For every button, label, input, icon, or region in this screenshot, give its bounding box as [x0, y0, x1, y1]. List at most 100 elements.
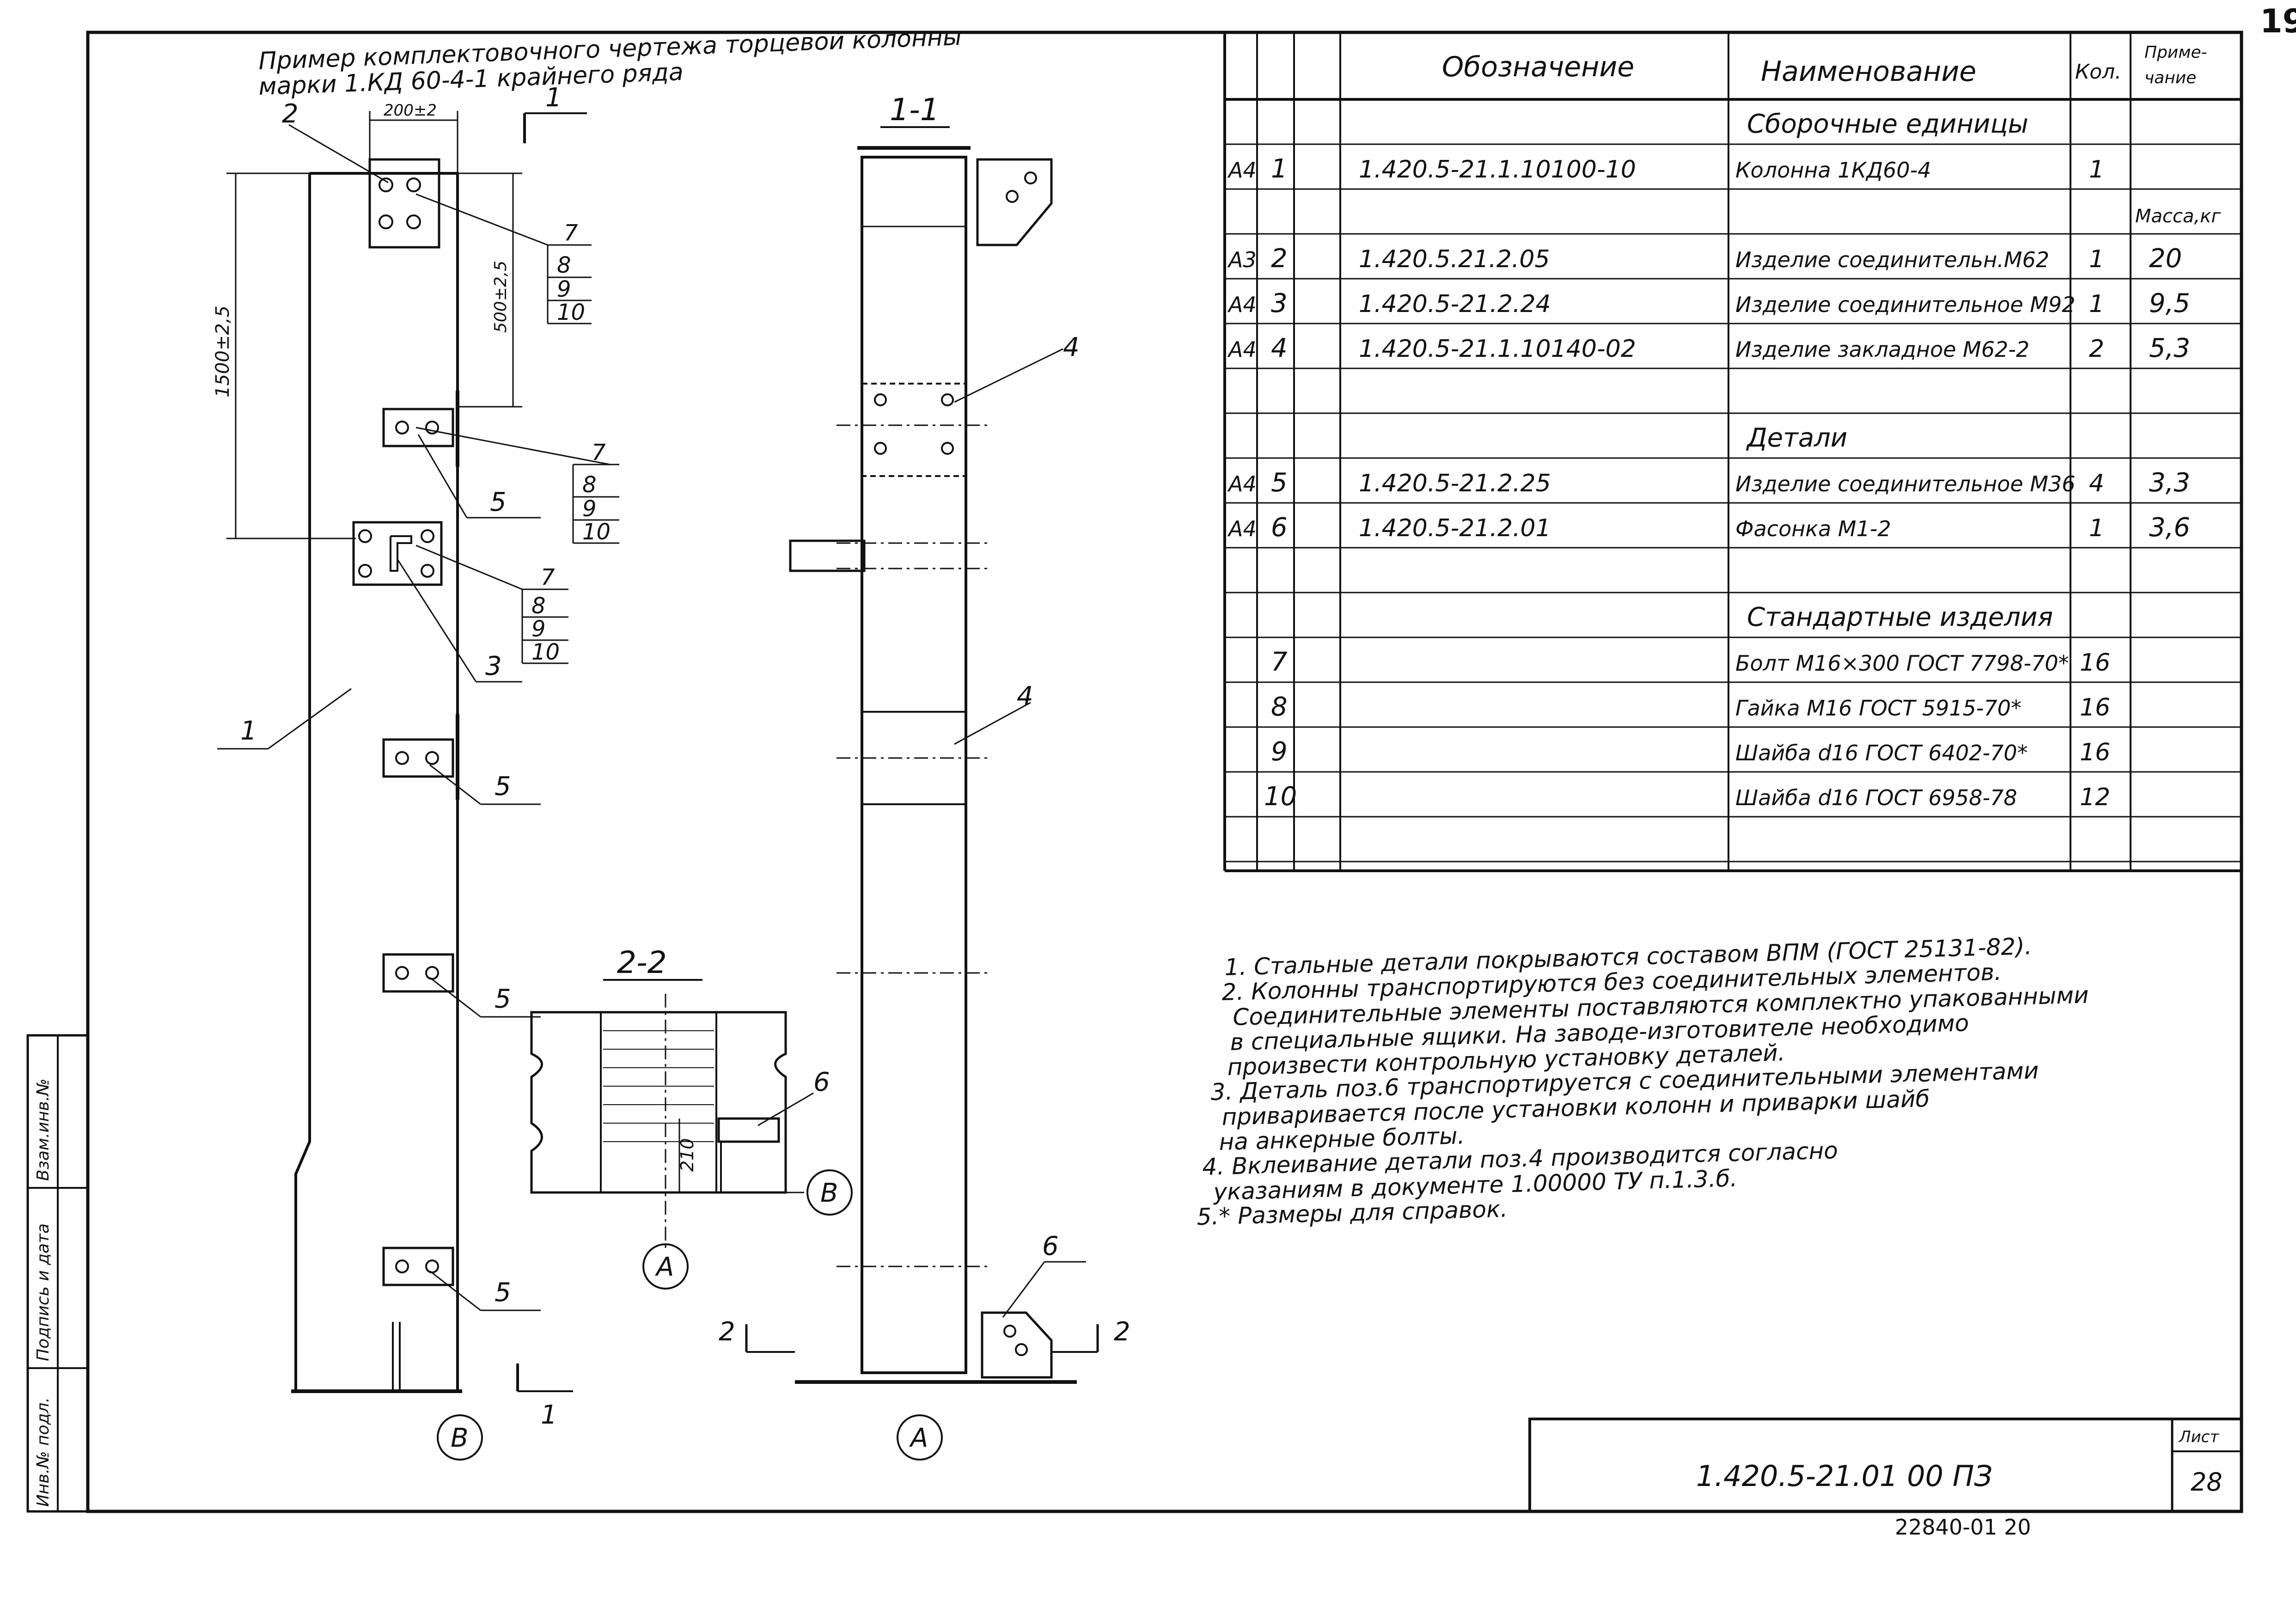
- table-row-designation: 1.420.5-21.2.01: [1359, 514, 1551, 542]
- axis-b-left-circle: [437, 1414, 483, 1461]
- sheet-number: 19: [2260, 2, 2296, 40]
- table-row-name: Изделие соединительное М92: [1735, 292, 2076, 317]
- axis-a-right: А: [909, 1423, 928, 1453]
- table-row-designation: 1.420.5-21.1.10140-02: [1359, 335, 1636, 363]
- cut-2-right-label: 2: [1114, 1317, 1130, 1347]
- part-5-bracket-1: [382, 391, 459, 467]
- table-row-note: 20: [2149, 244, 2182, 274]
- table-header-note-1: Приме-: [2144, 43, 2207, 62]
- callout-6b: 6: [1042, 1231, 1059, 1261]
- stack-1-8: 8: [557, 252, 571, 278]
- table-row-note: 5,3: [2149, 333, 2190, 363]
- side-stamp-signature: Подпись и дата: [34, 1223, 53, 1361]
- section-1-1-label: 1-1: [890, 92, 940, 128]
- table-row-format: А4: [1227, 471, 1257, 496]
- cut-1-bottom-label: 1: [541, 1400, 557, 1430]
- table-row-position: 1: [1271, 154, 1288, 184]
- table-header-designation: Обозначение: [1442, 51, 1634, 83]
- axis-a-right-circle: [897, 1414, 943, 1461]
- table-row-position: 9: [1271, 737, 1288, 767]
- stack-3-8: 8: [531, 593, 546, 619]
- callout-stack-3: 7 8 9 10: [521, 564, 568, 665]
- table-row-designation: 1.420.5-21.2.25: [1359, 470, 1551, 497]
- table-row-designation: 1.420.5-21.2.24: [1359, 290, 1551, 318]
- table-row-name: Стандартные изделия: [1747, 602, 2053, 632]
- side-stamp: Инв.№ подл. Подпись и дата Взам.инв.№: [26, 1034, 89, 1513]
- part-5-bracket-2: [382, 714, 459, 800]
- callout-4a: 4: [1063, 332, 1080, 362]
- table-row-qty: 16: [2080, 649, 2110, 677]
- callout-2: 2: [282, 99, 299, 129]
- callout-5a: 5: [490, 487, 507, 517]
- table-row-format: А4: [1227, 516, 1257, 541]
- table-row-format: А4: [1227, 158, 1257, 183]
- table-row-position: 3: [1271, 288, 1288, 318]
- table-row-note: 3,3: [2149, 468, 2190, 498]
- table-row-name: Гайка М16 ГОСТ 5915-70*: [1735, 696, 2021, 721]
- table-row-note: 9,5: [2149, 288, 2190, 318]
- table-header-name: Наименование: [1761, 55, 1976, 88]
- side-stamp-replace: Взам.инв.№: [34, 1078, 53, 1181]
- table-row-name: Шайба d16 ГОСТ 6958-78: [1735, 785, 2017, 810]
- note-line: на анкерные болты.: [1219, 1122, 1465, 1156]
- stamp-code: 1.420.5-21.01 00 ПЗ: [1696, 1459, 1992, 1493]
- table-row-qty: 16: [2080, 694, 2110, 722]
- table-row-designation: 1.420.5.21.2.05: [1359, 245, 1550, 273]
- table-row-position: 4: [1271, 333, 1288, 363]
- table-header-qty: Кол.: [2075, 60, 2121, 84]
- callout-5c: 5: [495, 984, 511, 1014]
- cut-2-left-label: 2: [719, 1317, 735, 1347]
- table-row-format: А3: [1227, 247, 1257, 272]
- table-row-name: Колонна 1КД60-4: [1735, 158, 1931, 183]
- cut-mark-1-top: 1: [523, 83, 587, 143]
- section-2-2-label: 2-2: [617, 945, 667, 980]
- stamp-archive: 22840-01 20: [1895, 1515, 2031, 1540]
- callout-1: 1: [240, 716, 257, 746]
- stack-3-10: 10: [531, 639, 560, 665]
- callout-5b: 5: [495, 771, 511, 801]
- table-row-name: Фасонка М1-2: [1735, 516, 1891, 541]
- table-row-format: А4: [1227, 337, 1257, 362]
- stack-2-8: 8: [582, 472, 597, 498]
- table-row-note: 3,6: [2149, 513, 2190, 543]
- table-row-qty: 2: [2089, 335, 2104, 363]
- table-row-position: 2: [1271, 244, 1288, 274]
- table-row-qty: 4: [2089, 470, 2104, 497]
- table-row-qty: 1: [2089, 156, 2104, 183]
- axis-b-left: В: [451, 1423, 468, 1453]
- dim-top-width: 200±2: [384, 101, 437, 120]
- axis-a-mid-circle: [642, 1243, 689, 1290]
- callout-5d: 5: [495, 1278, 511, 1308]
- table-row-name: Изделие закладное М62-2: [1735, 337, 2029, 362]
- side-stamp-archive-no: Инв.№ подл.: [34, 1397, 53, 1507]
- axis-b-mid-circle: [806, 1169, 853, 1216]
- section-2-2: 2-2 210 6 В А: [530, 945, 853, 1290]
- stamp-sheet-no: 28: [2191, 1467, 2223, 1497]
- table-row-name: Сборочные единицы: [1747, 109, 2028, 139]
- table-row-qty: 1: [2089, 245, 2104, 273]
- table-row-qty: 12: [2080, 783, 2110, 811]
- dim-height-1: 1500±2,5: [212, 306, 233, 397]
- table-row-position: 5: [1271, 468, 1288, 498]
- table-row-name: Шайба d16 ГОСТ 6402-70*: [1735, 740, 2028, 765]
- stack-3-9: 9: [531, 616, 546, 642]
- table-row-name: Изделие соединительн.М62: [1735, 247, 2049, 272]
- table-row-note: Масса,кг: [2135, 206, 2221, 227]
- table-row-name: Изделие соединительное М36: [1735, 471, 2076, 496]
- dim-detail-210: 210: [677, 1138, 697, 1172]
- part-5-bracket-3: [382, 953, 454, 993]
- stack-2-7: 7: [592, 440, 606, 465]
- stack-1-7: 7: [564, 220, 578, 246]
- stack-1-9: 9: [557, 276, 571, 302]
- callout-4b: 4: [1017, 681, 1033, 711]
- table-row-format: А4: [1227, 292, 1257, 317]
- table-row-qty: 1: [2089, 290, 2104, 318]
- stack-3-7: 7: [541, 564, 555, 590]
- table-row-position: 10: [1264, 782, 1297, 812]
- table-row-name: Детали: [1746, 423, 1847, 453]
- stack-2-9: 9: [582, 496, 597, 522]
- title-block: 1.420.5-21.01 00 ПЗ Лист 28 22840-01 20: [1528, 1418, 2243, 1540]
- stamp-sheet-label: Лист: [2178, 1428, 2219, 1446]
